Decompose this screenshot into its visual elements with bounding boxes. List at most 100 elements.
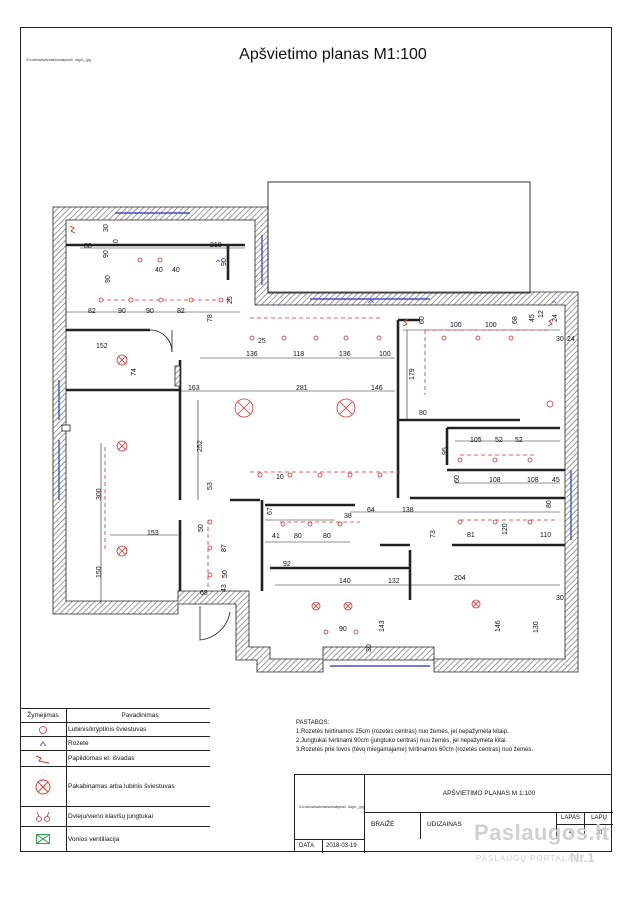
sheet-frame: [20, 27, 612, 852]
watermark-subtitle: PASLAUGŲ PORTALAS: [476, 854, 581, 863]
dimension-label: 80: [419, 410, 427, 417]
dimension-label: 143: [379, 620, 386, 632]
stamp-sheets-value: 10: [595, 830, 603, 836]
extra-outlet-marks: [69, 225, 554, 327]
dimension-label: 252: [197, 440, 204, 452]
dimension-label: 95: [442, 447, 449, 455]
dimension-label: 136: [246, 351, 258, 358]
dimension-label: 110: [540, 532, 551, 539]
switch-icon: [36, 811, 50, 822]
dimension-label: 80: [546, 500, 553, 508]
dimension-label: 73: [430, 530, 437, 538]
dimension-label: 146: [371, 385, 383, 392]
socket-icon: [39, 740, 47, 746]
dimension-label: 140: [339, 578, 351, 585]
watermark-brand: Paslaugos.lt: [474, 820, 610, 845]
dimension-label: 74: [131, 368, 138, 376]
legend-label-pendant: Pakabinamas arba lubinis šviestuvas: [68, 783, 175, 790]
notes-title: PASTABOS:: [296, 720, 330, 726]
stamp-sheet-value: 4: [557, 825, 585, 839]
dimension-label: 68: [200, 590, 208, 597]
dimension-label: 108: [527, 477, 539, 484]
dimension-label: 118: [293, 351, 304, 358]
dimension-label: 40: [172, 267, 180, 274]
legend-label-ceiling-light: Lubinis/kryptinis šviestuvas: [68, 726, 147, 733]
legend-row-switch: Dvieju/vieno klavišų jungtukai: [20, 806, 210, 826]
dimension-label: 30: [366, 644, 373, 652]
light-circuits: [100, 299, 555, 590]
dimension-label: 100: [379, 351, 391, 358]
note-line-2: 2.Jungtukai tvirtinami 90cm (jungtuko ce…: [296, 738, 508, 744]
notes-block: PASTABOS: 1.Rozetės tvirtinamos 25cm (ro…: [296, 719, 533, 755]
dimension-label: 300: [96, 488, 103, 500]
dimension-label: 24: [567, 336, 575, 343]
dimension-label: 90: [339, 626, 347, 633]
dimension-label: 210: [210, 242, 222, 249]
stamp-project-title: APŠVIETIMO PLANAS M 1:100: [365, 775, 613, 813]
dimension-label: 78: [207, 314, 214, 322]
dimension-label: 88: [84, 243, 92, 250]
dimension-label: 60: [454, 475, 461, 483]
dimension-label: 45: [529, 314, 536, 322]
dimension-label: 41: [272, 533, 280, 540]
dimension-label: 43: [221, 584, 228, 592]
dimension-label: 80: [323, 533, 331, 540]
floor-plan: 3088902101040409090829090822578251521361…: [52, 181, 579, 673]
dimension-label: 108: [489, 477, 501, 484]
dimension-label: 204: [454, 575, 466, 582]
socket-marks: [215, 259, 557, 304]
dimension-label: 100: [450, 322, 462, 329]
dimension-label: 90: [103, 250, 110, 258]
dimension-label: 10: [276, 474, 284, 481]
dimension-label: 52: [515, 437, 523, 444]
dimension-label: 53: [207, 482, 214, 490]
dimension-label: 90: [221, 258, 228, 266]
dimension-label: 152: [96, 343, 108, 350]
dimension-label: 90: [118, 308, 126, 315]
ceiling-light-icon: [39, 725, 47, 734]
dimension-label: 67: [267, 507, 274, 515]
dimension-label: 68: [512, 316, 519, 324]
dimension-label: 146: [495, 620, 502, 632]
dimension-label: 120: [502, 523, 509, 535]
watermark-badge: Nr.1: [570, 850, 595, 865]
dimension-label: 82: [177, 308, 185, 315]
title-block: S:\rodiniai\vaizdas\uzsakymai\..\logo\_.…: [294, 774, 613, 853]
legend-label-switch: Dvieju/vieno klavišų jungtukai: [68, 813, 153, 820]
outer-walls: [52, 206, 579, 673]
dimension-label: 92: [283, 561, 291, 568]
dimension-label: 64: [367, 507, 375, 514]
dimension-label: 30: [556, 336, 564, 343]
stamp-customer: UDIZAINAS: [421, 813, 557, 839]
legend-row-socket: Rozetė: [20, 736, 210, 750]
legend-divider: [66, 708, 67, 852]
legend-header: Žymėjimas Pavadinimas: [20, 708, 210, 722]
legend-row-pendant: Pakabinamas arba lubinis šviestuvas: [20, 766, 210, 806]
interior-walls: [66, 243, 565, 600]
dimension-label: 30: [556, 595, 564, 602]
windows: [58, 212, 572, 667]
legend-row-ceiling-light: Lubinis/kryptinis šviestuvas: [20, 722, 210, 736]
dimension-label: 100: [485, 322, 497, 329]
dimension-label: 40: [155, 267, 163, 274]
stamp-sheet-label: LAPAS: [557, 813, 585, 825]
stamp-logo-path: S:\rodiniai\vaizdas\uzsakymai\..\logo\_.…: [299, 805, 364, 809]
page-title: Apšvietimo planas M1:100: [239, 46, 427, 63]
dimension-label: 136: [339, 351, 351, 358]
legend-label-extra-outlet: Papildomas el. išvadas: [68, 755, 135, 762]
stamp-date-label: DATA: [295, 839, 323, 853]
dimension-label: 138: [402, 507, 414, 514]
dimension-label: 153: [147, 530, 159, 537]
dimension-label: 105: [470, 437, 482, 444]
dimension-label: 132: [388, 578, 400, 585]
dimension-label: 30: [103, 224, 110, 232]
dimension-label: 12: [538, 310, 545, 318]
ceiling-lights: [98, 257, 533, 635]
dimension-label: 81: [467, 532, 475, 539]
dimension-label: 179: [409, 368, 416, 380]
legend-label-ventilation: Vonios ventiliacija: [68, 835, 120, 843]
stamp-logo-cell: S:\rodiniai\vaizdas\uzsakymai\..\logo\_.…: [295, 775, 365, 839]
dimension-label: 80: [294, 533, 302, 540]
legend-row-extra-outlet: Papildomas el. išvadas: [20, 750, 210, 766]
